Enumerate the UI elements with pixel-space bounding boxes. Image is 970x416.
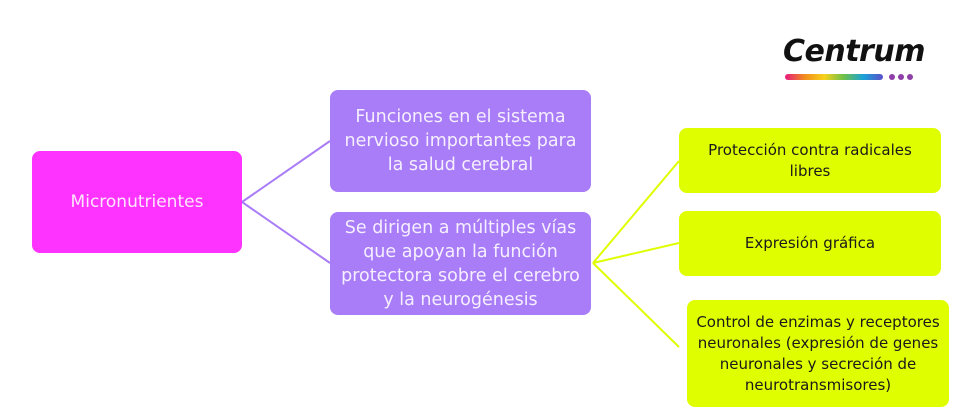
node-control-enzimas: Control de enzimas y receptores neuronal…	[687, 300, 949, 407]
logo-dot	[907, 74, 913, 80]
node-label: Se dirigen a múltiples vías que apoyan l…	[341, 217, 580, 310]
logo-rainbow-bar	[785, 74, 883, 80]
node-multiples-vias: Se dirigen a múltiples vías que apoyan l…	[330, 212, 591, 315]
root-node-micronutrientes: Micronutrientes	[32, 151, 242, 253]
node-expresion-grafica: Expresión gráfica	[679, 211, 941, 276]
node-label: Funciones en el sistema nervioso importa…	[344, 107, 577, 175]
node-label: Protección contra radicales libres	[708, 140, 912, 180]
node-label: Micronutrientes	[70, 192, 204, 212]
logo-text: Centrum	[783, 34, 925, 69]
node-label: Control de enzimas y receptores neuronal…	[696, 312, 940, 394]
logo-dot	[898, 74, 904, 80]
centrum-logo: Centrum	[783, 34, 925, 84]
logo-dot	[889, 74, 895, 80]
node-proteccion-radicales: Protección contra radicales libres	[679, 128, 941, 193]
node-funciones-sistema-nervioso: Funciones en el sistema nervioso importa…	[330, 90, 591, 192]
node-label: Expresión gráfica	[744, 234, 876, 252]
